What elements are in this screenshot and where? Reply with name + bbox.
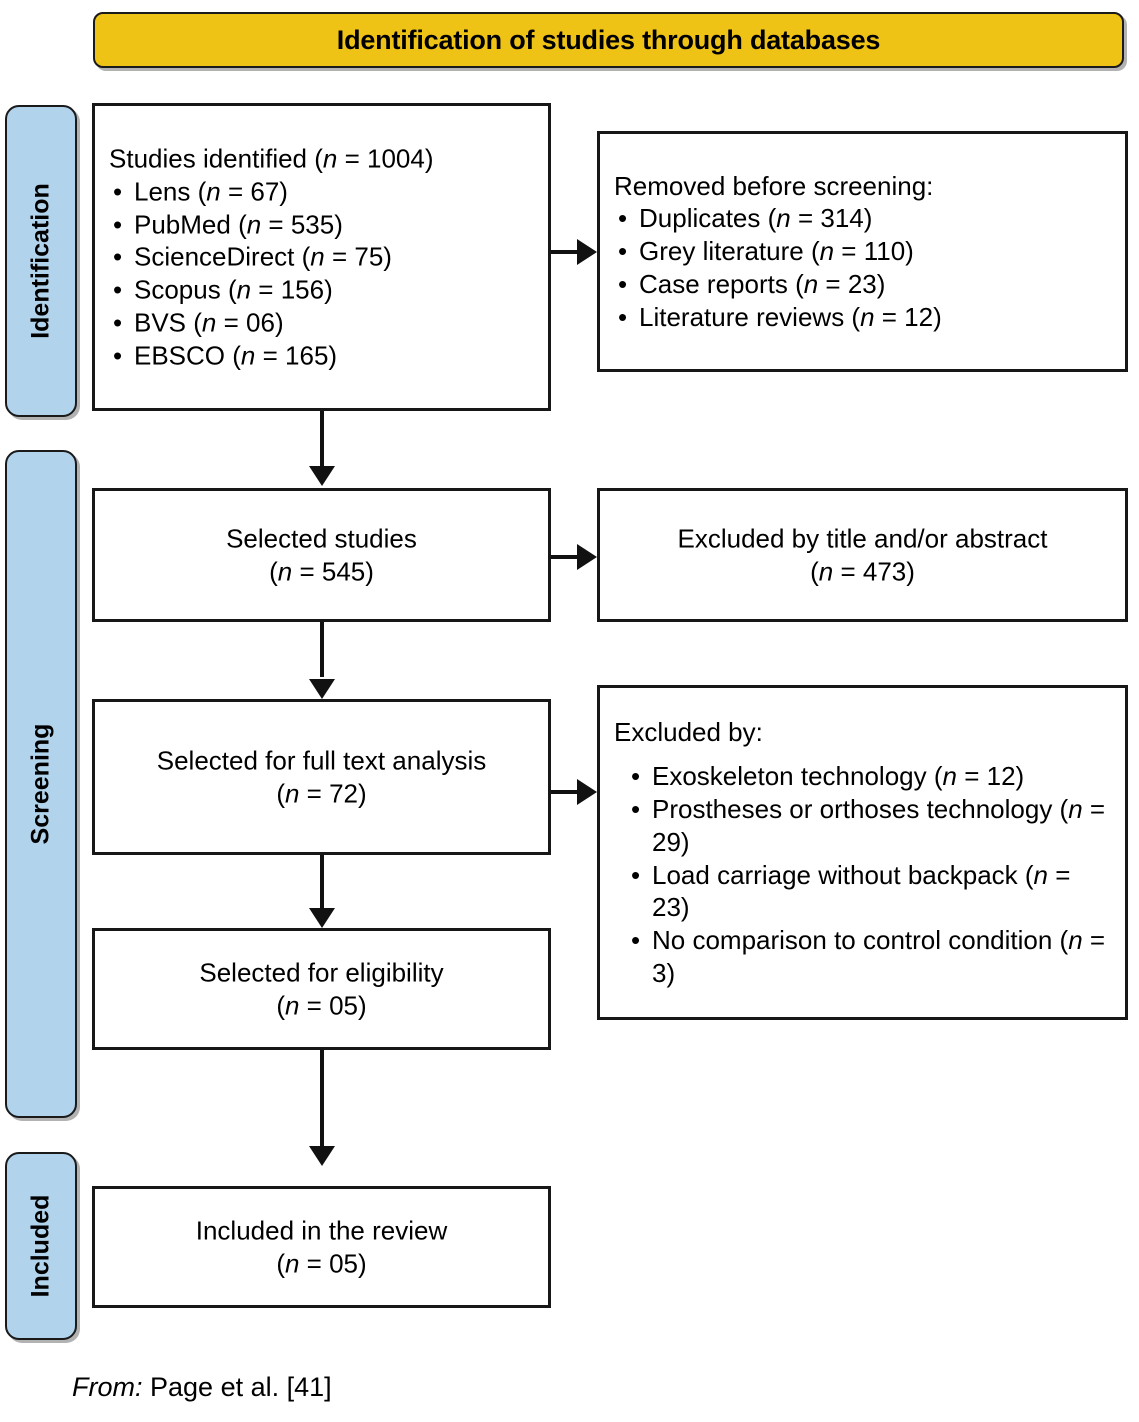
- box-eligibility-count: (n = 05): [276, 990, 367, 1020]
- box-excluded-by: Excluded by: Exoskeleton technology (n =…: [597, 685, 1128, 1020]
- arrow-identified-to-selected-line: [320, 411, 324, 473]
- box-excluded-title-abstract-count: (n = 473): [810, 556, 915, 586]
- box-excluded-by-heading: Excluded by:: [614, 716, 763, 747]
- arrow-fulltext-to-excluded-by-head-icon: [577, 779, 597, 805]
- arrow-eligibility-to-included-line: [320, 1050, 324, 1148]
- box-removed-heading: Removed before screening:: [614, 170, 934, 201]
- box-full-text-line1: Selected for full text analysis: [156, 745, 487, 776]
- box-excluded-title-abstract: Excluded by title and/or abstract (n = 4…: [597, 488, 1128, 622]
- stage-label-screening-text: Screening: [26, 723, 55, 845]
- arrow-selected-to-fulltext-head-icon: [309, 679, 335, 699]
- stage-label-screening: Screening: [5, 450, 77, 1118]
- stage-label-included: Included: [5, 1152, 77, 1340]
- source-citation-text: Page et al. [41]: [150, 1372, 332, 1402]
- box-selected-full-text-analysis: Selected for full text analysis (n = 72): [92, 699, 551, 855]
- list-item: ScienceDirect (n = 75): [109, 241, 534, 274]
- box-selected-studies-count: (n = 545): [269, 556, 374, 586]
- list-item: EBSCO (n = 165): [109, 339, 534, 372]
- arrow-fulltext-to-eligibility-head-icon: [309, 908, 335, 928]
- arrow-fulltext-to-excluded-by-line: [551, 790, 583, 794]
- box-studies-identified: Studies identified (n = 1004) Lens (n = …: [92, 103, 551, 411]
- arrow-selected-to-excluded-title-head-icon: [577, 544, 597, 570]
- source-citation: From: Page et al. [41]: [72, 1372, 332, 1403]
- list-item: Exoskeleton technology (n = 12): [614, 760, 1111, 793]
- list-item: Duplicates (n = 314): [614, 202, 1111, 235]
- arrow-selected-to-excluded-title-line: [551, 555, 583, 559]
- box-removed-list: Duplicates (n = 314) Grey literature (n …: [614, 202, 1111, 333]
- box-studies-identified-list: Lens (n = 67) PubMed (n = 535) ScienceDi…: [109, 175, 534, 372]
- list-item: PubMed (n = 535): [109, 208, 534, 241]
- box-included-in-review: Included in the review (n = 05): [92, 1186, 551, 1308]
- banner-identification-through-databases: Identification of studies through databa…: [93, 12, 1124, 68]
- list-item: Scopus (n = 156): [109, 273, 534, 306]
- arrow-identified-to-selected-head-icon: [309, 466, 335, 486]
- arrow-identified-to-removed-head-icon: [577, 239, 597, 265]
- box-selected-studies-line1: Selected studies: [226, 523, 417, 554]
- stage-label-identification-text: Identification: [26, 183, 55, 339]
- banner-title: Identification of studies through databa…: [336, 24, 881, 55]
- list-item: Lens (n = 67): [109, 175, 534, 208]
- stage-label-included-text: Included: [26, 1194, 55, 1298]
- arrow-eligibility-to-included-head-icon: [309, 1146, 335, 1166]
- box-removed-before-screening: Removed before screening: Duplicates (n …: [597, 131, 1128, 372]
- box-included-count: (n = 05): [276, 1248, 367, 1278]
- list-item: Case reports (n = 23): [614, 268, 1111, 301]
- box-selected-studies: Selected studies (n = 545): [92, 488, 551, 622]
- box-excluded-by-list: Exoskeleton technology (n = 12) Prosthes…: [614, 760, 1111, 989]
- list-item: Prostheses or orthoses technology (n = 2…: [614, 793, 1111, 859]
- source-citation-from: From:: [72, 1372, 143, 1402]
- list-item: Grey literature (n = 110): [614, 235, 1111, 268]
- box-full-text-count: (n = 72): [276, 778, 367, 808]
- box-selected-eligibility: Selected for eligibility (n = 05): [92, 928, 551, 1050]
- list-item: Literature reviews (n = 12): [614, 301, 1111, 334]
- arrow-selected-to-fulltext-line: [320, 622, 324, 677]
- source-citation-spacer: [143, 1372, 151, 1402]
- arrow-fulltext-to-eligibility-line: [320, 855, 324, 910]
- list-item: Load carriage without backpack (n = 23): [614, 859, 1111, 925]
- box-included-line1: Included in the review: [195, 1215, 448, 1246]
- arrow-identified-to-removed-line: [551, 250, 583, 254]
- box-eligibility-line1: Selected for eligibility: [199, 957, 444, 988]
- box-excluded-title-abstract-line1: Excluded by title and/or abstract: [677, 523, 1048, 554]
- list-item: No comparison to control condition (n = …: [614, 924, 1111, 990]
- list-item: BVS (n = 06): [109, 306, 534, 339]
- stage-label-identification: Identification: [5, 105, 77, 417]
- box-studies-identified-heading: Studies identified (n = 1004): [109, 143, 434, 174]
